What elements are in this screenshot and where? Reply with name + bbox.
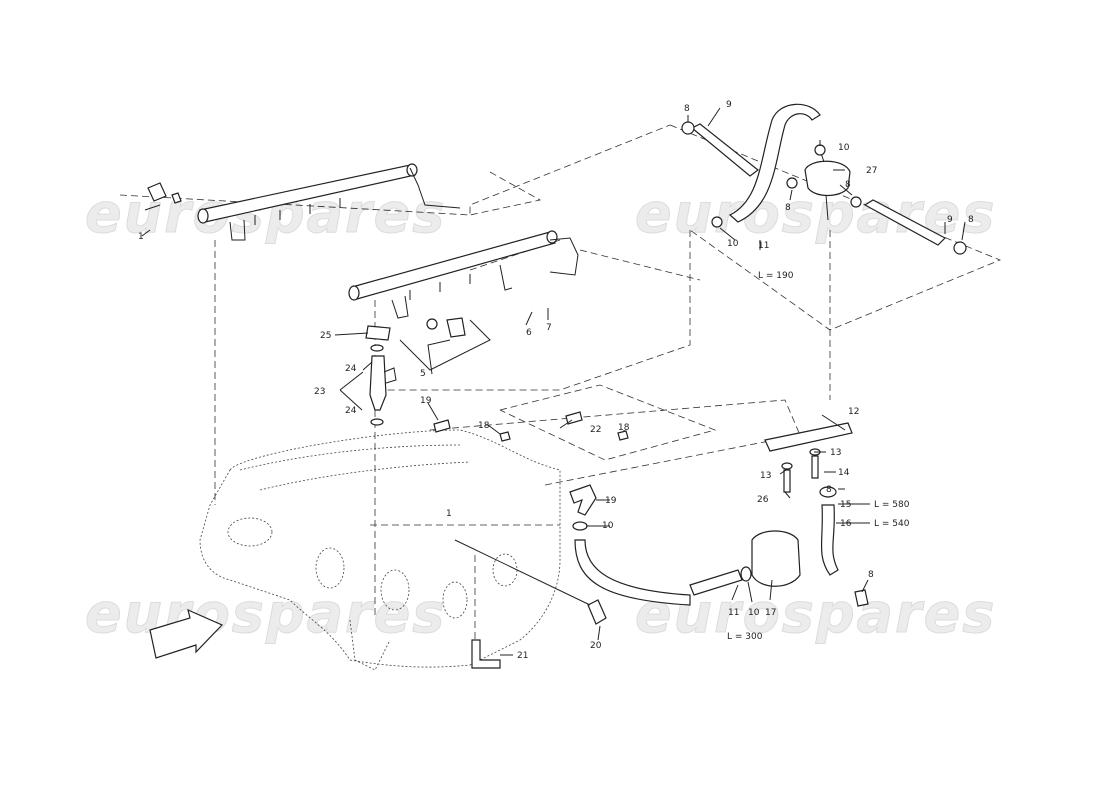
label-part-5: 5	[420, 369, 426, 379]
label-part-10-top: 10	[838, 143, 850, 153]
label-part-9-right: 9	[947, 215, 953, 225]
pressure-regulator-assembly	[681, 103, 967, 255]
label-part-11-bottom: 11	[728, 608, 739, 618]
label-part-8-top-right: 8	[968, 215, 974, 225]
part-labels: 1 1 5 6 7 8 8 8 8 8 8 9 9 10 10 10 10 11…	[138, 100, 974, 661]
label-part-12: 12	[848, 407, 859, 417]
label-part-1: 1	[138, 232, 144, 242]
label-part-14: 14	[838, 468, 850, 478]
label-part-18-left: 18	[478, 421, 490, 431]
label-part-16: 16	[840, 519, 852, 529]
label-part-23: 23	[314, 387, 325, 397]
direction-arrow	[149, 608, 224, 659]
length-l540: L = 540	[874, 519, 910, 529]
label-part-26: 26	[757, 495, 769, 505]
label-part-21: 21	[517, 651, 528, 661]
bracket-and-pump-assembly	[689, 422, 869, 607]
length-l580: L = 580	[874, 500, 910, 510]
label-part-9-top: 9	[726, 100, 732, 110]
watermark-bottom-right: eurospares	[635, 582, 996, 645]
fuel-rail-front	[147, 163, 461, 241]
label-part-10-bottom: 10	[748, 608, 760, 618]
fuel-rail-rear	[348, 230, 579, 371]
injector-assembly	[365, 325, 397, 426]
label-part-19-top: 19	[420, 396, 432, 406]
label-part-1-manifold: 1	[446, 509, 452, 519]
label-part-22: 22	[590, 425, 601, 435]
label-part-20: 20	[590, 641, 602, 651]
label-part-11-top: 11	[758, 241, 769, 251]
label-part-8-bottom: 8	[868, 570, 874, 580]
leader-lines	[141, 107, 966, 656]
label-part-8-bracket: 8	[826, 485, 832, 495]
label-part-18-right: 18	[618, 423, 630, 433]
label-part-10-left: 10	[727, 239, 739, 249]
label-part-13-right: 13	[830, 448, 841, 458]
label-part-27: 27	[866, 166, 877, 176]
label-part-25: 25	[320, 331, 331, 341]
label-part-24-lower: 24	[345, 406, 357, 416]
intake-manifold	[199, 429, 561, 671]
label-part-8-regulator: 8	[785, 203, 791, 213]
label-part-24-upper: 24	[345, 364, 357, 374]
watermark-top-left: eurospares	[85, 182, 446, 245]
lower-fittings	[433, 411, 691, 669]
length-l190: L = 190	[758, 271, 794, 281]
length-l300: L = 300	[727, 632, 763, 642]
label-part-19-middle: 19	[605, 496, 617, 506]
label-part-8-regulator-right: 8	[845, 180, 851, 190]
label-part-8-top-left: 8	[684, 104, 690, 114]
watermark-bottom-left: eurospares	[85, 582, 446, 645]
label-part-7: 7	[546, 323, 552, 333]
label-part-13-left: 13	[760, 471, 771, 481]
label-part-15: 15	[840, 500, 851, 510]
length-labels: L = 190 L = 300 L = 580 L = 540	[727, 271, 910, 642]
label-part-6: 6	[526, 328, 532, 338]
label-part-10-middle: 10	[602, 521, 614, 531]
label-part-17: 17	[765, 608, 776, 618]
